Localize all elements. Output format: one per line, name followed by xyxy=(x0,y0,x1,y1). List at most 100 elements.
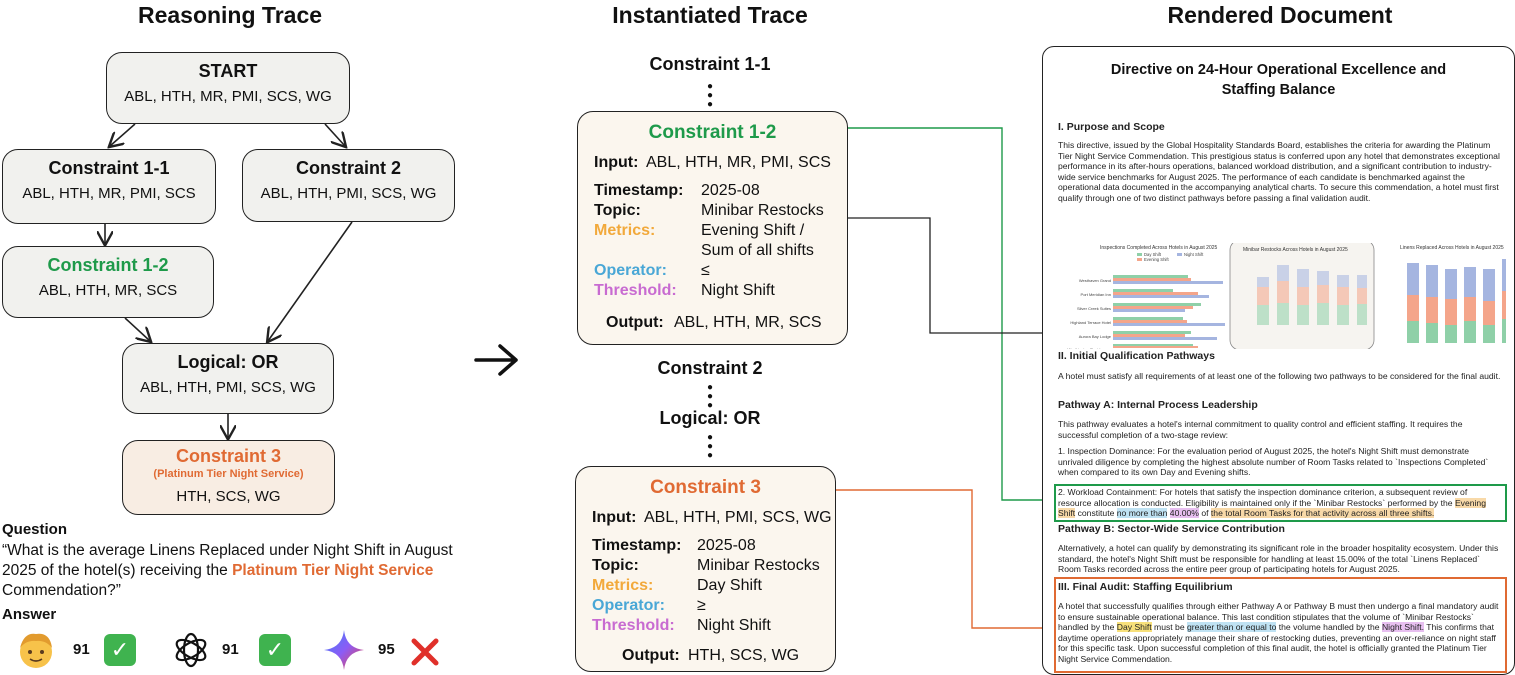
card1-topic: Minibar Restocks xyxy=(701,202,824,219)
doc-pathway-a-item-1: 1. Inspection Dominance: For the evaluat… xyxy=(1058,446,1489,478)
s3-text-b: must be xyxy=(1151,622,1188,633)
card1-output-label: Output: xyxy=(606,314,664,331)
constraint-2-node: Constraint 2 ABL, HTH, PMI, SCS, WG xyxy=(242,149,455,222)
card2-metrics-label: Metrics: xyxy=(592,577,654,594)
svg-text:Westhaven Grand: Westhaven Grand xyxy=(1079,278,1111,283)
doc-pathway-a-heading: Pathway A: Internal Process Leadership xyxy=(1058,399,1258,411)
start-node-values: ABL, HTH, MR, PMI, SCS, WG xyxy=(124,88,332,105)
item2-no-more-than: no more than xyxy=(1116,508,1168,519)
svg-text:Worthington Residences: Worthington Residences xyxy=(1067,347,1111,349)
constraint-3-title: Constraint 3 xyxy=(175,446,281,466)
card2-topic-label: Topic: xyxy=(592,557,639,574)
doc-title-line1: Directive on 24-Hour Operational Excelle… xyxy=(1110,62,1447,78)
card2-threshold-label: Threshold: xyxy=(592,617,675,634)
middle-logical-or-heading: Logical: OR xyxy=(659,408,761,428)
item2-total-room-tasks: the total Room Tasks for that activity a… xyxy=(1210,508,1435,519)
constraint-1-2-title: Constraint 1-2 xyxy=(47,255,169,275)
person-emoji-icon xyxy=(20,633,52,668)
doc-section-3-heading: III. Final Audit: Staffing Equilibrium xyxy=(1058,581,1233,593)
card1-threshold: Night Shift xyxy=(701,282,775,299)
item2-text-b: constitute xyxy=(1075,508,1117,519)
doc-section-1-heading: I. Purpose and Scope xyxy=(1058,121,1165,133)
svg-text:Night Shift: Night Shift xyxy=(1184,252,1204,257)
svg-text:Highland Terrace Hotel: Highland Terrace Hotel xyxy=(1070,320,1111,325)
s3-day-shift: Day Shift xyxy=(1116,622,1152,633)
correct-check-icon: ✓ xyxy=(259,634,291,666)
s3-text-a: A hotel that successfully qualifies thro… xyxy=(1058,601,1499,633)
instantiated-trace-title: Instantiated Trace xyxy=(612,2,808,28)
doc-pathway-b-heading: Pathway B: Sector-Wide Service Contribut… xyxy=(1058,523,1285,535)
s3-text-d: This confirms that daytime operations ap… xyxy=(1058,622,1496,664)
arrow-right-icon xyxy=(474,344,518,376)
rendered-document-title: Rendered Document xyxy=(1167,2,1393,28)
logical-or-title: Logical: OR xyxy=(177,352,279,372)
constraint-3-node: Constraint 3 (Platinum Tier Night Servic… xyxy=(122,440,335,515)
logical-or-values: ABL, HTH, PMI, SCS, WG xyxy=(140,379,316,396)
s3-operator: greater than or equal to xyxy=(1187,622,1277,633)
doc-pathway-a-item-2: 2. Workload Containment: For hotels that… xyxy=(1054,484,1507,522)
card1-threshold-label: Threshold: xyxy=(594,282,677,299)
chart3-title: Linens Replaced Across Hotels in August … xyxy=(1400,245,1504,251)
question-text-post: Commendation?” xyxy=(2,582,121,599)
doc-title: Directive on 24-Hour Operational Excelle… xyxy=(1043,60,1514,100)
doc-pathway-a-text: This pathway evaluates a hotel's interna… xyxy=(1058,419,1463,440)
card2-output: HTH, SCS, WG xyxy=(688,647,800,664)
constraint-2-title: Constraint 2 xyxy=(295,158,401,178)
card1-topic-label: Topic: xyxy=(594,202,641,219)
ellipsis-dots: ●●● xyxy=(706,432,714,461)
card1-input: ABL, HTH, MR, PMI, SCS xyxy=(646,154,831,171)
rendered-document: Directive on 24-Hour Operational Excelle… xyxy=(1042,46,1515,675)
card2-threshold: Night Shift xyxy=(697,617,771,634)
doc-section-2-heading: II. Initial Qualification Pathways xyxy=(1058,350,1215,362)
s3-text-c: the volume handled by the xyxy=(1276,622,1382,633)
card2-input: ABL, HTH, PMI, SCS, WG xyxy=(644,509,832,526)
constraint-1-1-title: Constraint 1-1 xyxy=(48,158,170,178)
constraint-1-1-node: Constraint 1-1 ABL, HTH, MR, PMI, SCS xyxy=(2,149,216,224)
svg-text:Aurora Bay Lodge: Aurora Bay Lodge xyxy=(1079,334,1112,339)
constraint-1-1-values: ABL, HTH, MR, PMI, SCS xyxy=(22,185,196,202)
start-node-title: START xyxy=(198,61,258,81)
svg-text:Day Shift: Day Shift xyxy=(1144,252,1162,257)
wrong-cross-icon xyxy=(411,638,439,666)
answer-2-value: 91 xyxy=(222,641,239,658)
constraint-2-values: ABL, HTH, PMI, SCS, WG xyxy=(260,185,437,202)
reasoning-trace-title: Reasoning Trace xyxy=(137,2,323,28)
card2-topic: Minibar Restocks xyxy=(697,557,820,574)
correct-check-icon: ✓ xyxy=(104,634,136,666)
svg-text:Evening Shift: Evening Shift xyxy=(1144,257,1170,262)
start-node: START ABL, HTH, MR, PMI, SCS, WG xyxy=(106,52,350,124)
answer-1-value: 91 xyxy=(73,641,90,658)
card1-input-label: Input: xyxy=(594,154,639,171)
doc-charts: Inspections Completed Across Hotels in A… xyxy=(1067,243,1506,349)
question-label: Question xyxy=(2,521,68,538)
ellipsis-dots: ●●● xyxy=(706,382,714,411)
doc-title-line2: Staffing Balance xyxy=(1221,82,1336,98)
openai-logo-icon xyxy=(175,632,207,668)
card2-operator: ≥ xyxy=(697,597,706,614)
answer-label: Answer xyxy=(2,606,57,623)
card2-timestamp-label: Timestamp: xyxy=(592,537,682,554)
card2-input-label: Input: xyxy=(592,509,637,526)
s3-night-shift: Night Shift. xyxy=(1381,622,1424,633)
constraint-1-2-card: Constraint 1-2 Input: ABL, HTH, MR, PMI,… xyxy=(577,111,848,345)
card2-timestamp: 2025-08 xyxy=(697,537,756,554)
doc-section-3-text: A hotel that successfully qualifies thro… xyxy=(1058,601,1502,665)
doc-pathway-b-text: Alternatively, a hotel can qualify by de… xyxy=(1058,543,1499,575)
card1-timestamp-label: Timestamp: xyxy=(594,182,684,199)
answer-3-value: 95 xyxy=(378,641,395,658)
card2-operator-label: Operator: xyxy=(592,597,665,614)
svg-text:Port Meridian Inn: Port Meridian Inn xyxy=(1081,292,1111,297)
card1-timestamp: 2025-08 xyxy=(701,182,760,199)
middle-constraint-2-heading: Constraint 2 xyxy=(657,358,763,378)
card1-metrics-line2: Sum of all shifts xyxy=(701,242,814,259)
chart1-title: Inspections Completed Across Hotels in A… xyxy=(1100,245,1218,251)
doc-section-1-text: This directive, issued by the Global Hos… xyxy=(1058,140,1500,203)
doc-section-3-box xyxy=(1054,577,1507,673)
ellipsis-dots: ●●● xyxy=(706,81,714,110)
doc-section-2-text: A hotel must satisfy all requirements of… xyxy=(1058,371,1501,381)
constraint-1-2-node: Constraint 1-2 ABL, HTH, MR, SCS xyxy=(2,246,214,318)
card1-metrics-label: Metrics: xyxy=(594,222,656,239)
card1-metrics-line1: Evening Shift / xyxy=(701,222,805,239)
logical-or-node: Logical: OR ABL, HTH, PMI, SCS, WG xyxy=(122,343,334,414)
